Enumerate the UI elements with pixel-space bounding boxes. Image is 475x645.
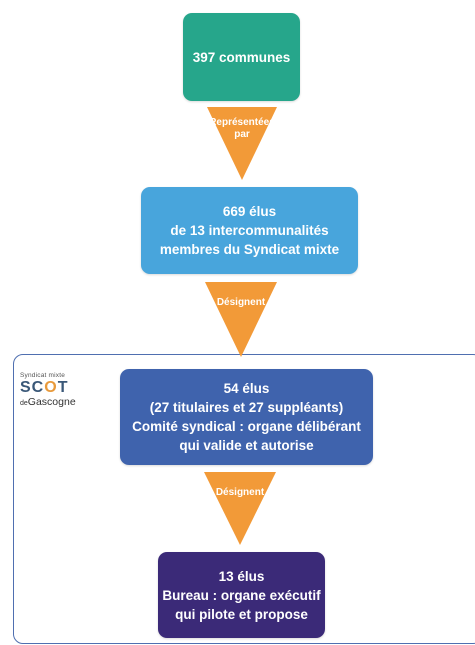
logo-subtitle: Syndicat mixte [20,372,66,379]
elus-54-line1: 54 élus [223,381,270,396]
elus-54-line3: Comité syndical : organe délibérant [132,419,361,434]
elus-669-line2: de 13 intercommunalités [170,223,329,238]
logo-scot-text: SCOT [20,379,69,396]
elus-54-line2: (27 titulaires et 27 suppléants) [149,400,344,415]
elus-13-line2: Bureau : organe exécutif [162,587,321,603]
elus-13-line1: 13 élus [218,568,265,584]
elus-13-box: 13 élus Bureau : organe exécutif qui pil… [158,552,325,638]
elus-54-box: 54 élus (27 titulaires et 27 suppléants)… [120,369,373,465]
elus-669-line1: 669 élus [222,204,277,219]
arrow-designate-1: Désignent [205,282,277,357]
scot-gascogne-logo: Syndicat mixte SCOT deGascogne [20,372,110,412]
elus-13-line3: qui pilote et propose [175,606,308,622]
syndicat-frame [13,354,475,644]
elus-669-line3: membres du Syndicat mixte [159,242,340,257]
arrow-represented-by: Représentées par [207,107,277,180]
elus-669-box: 669 élus de 13 intercommunalités membres… [141,187,358,274]
arrow-label-line1: Représentées [209,117,275,128]
arrow-down-icon [205,282,277,357]
logo-gascogne-text: deGascogne [20,396,76,408]
arrow-down-icon [207,107,277,180]
arrow-label-line2: par [234,129,250,140]
communes-label: 397 communes [192,49,291,65]
arrow-label-designent-1: Désignent [216,297,266,308]
arrow-down-icon [204,472,276,545]
elus-54-line4: qui valide et autorise [179,438,314,453]
arrow-designate-2: Désignent [204,472,276,545]
arrow-label-designent-2: Désignent [215,487,265,498]
communes-box: 397 communes [183,13,300,101]
